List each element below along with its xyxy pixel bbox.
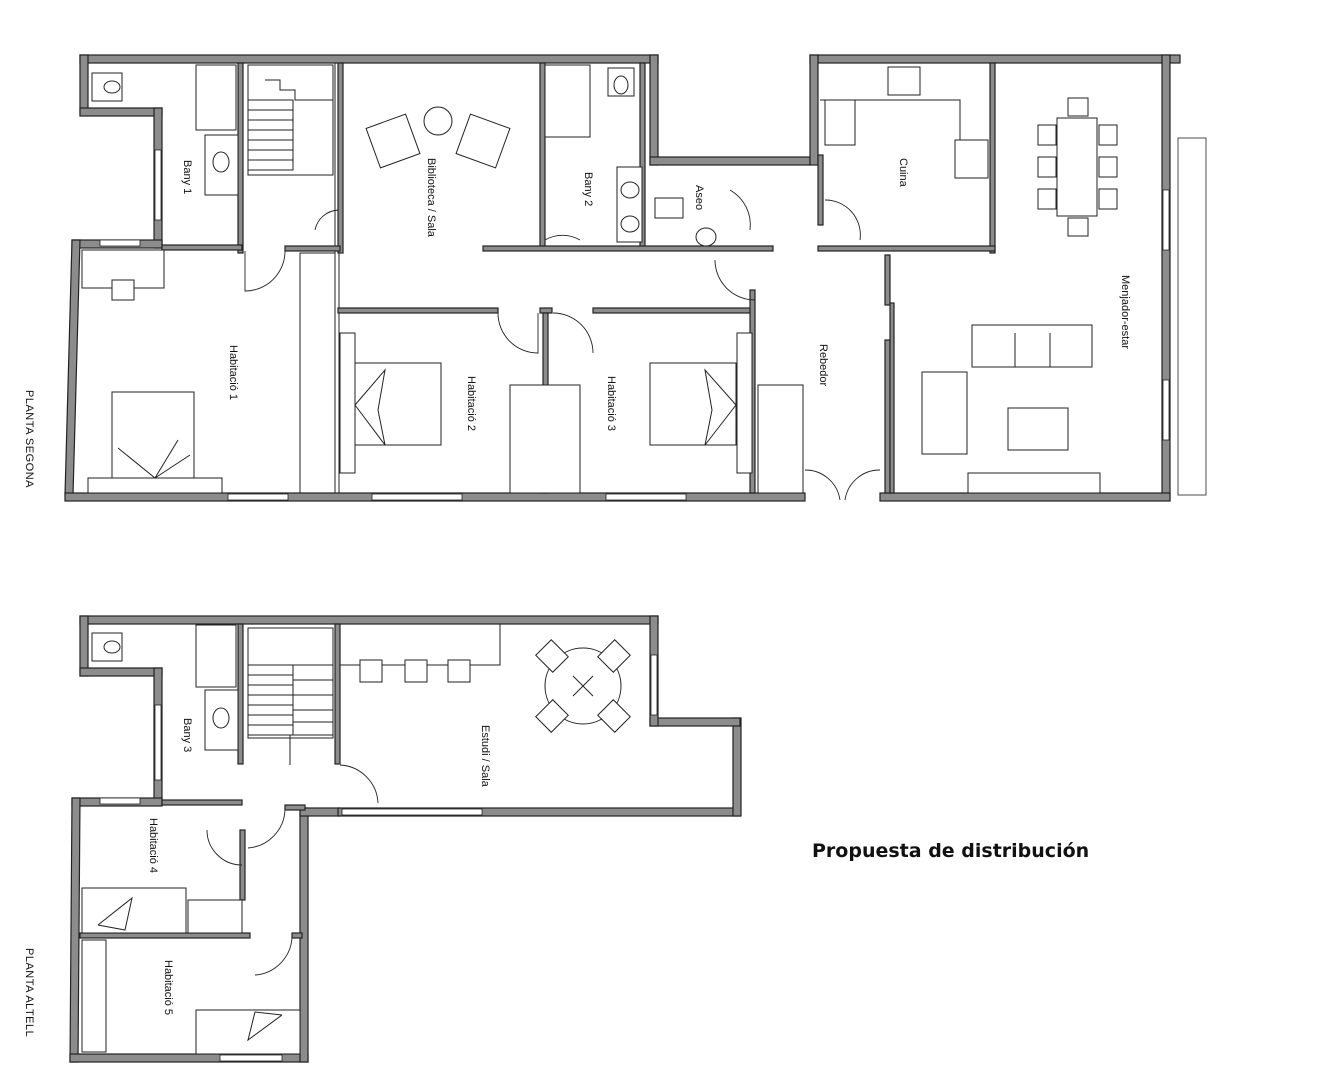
room-label-cuina: Cuina — [897, 158, 909, 188]
upper-floor-plan: Bany 1 Biblioteca / Sala Bany 2 Aseo Cui… — [23, 54, 1207, 502]
room-label-habitacio4: Habitació 4 — [147, 818, 159, 873]
room-label-aseo: Aseo — [693, 185, 705, 210]
floor-label-upper: PLANTA SEGONA — [23, 390, 35, 488]
room-label-habitacio3: Habitació 3 — [605, 376, 617, 431]
plan-caption: Propuesta de distribución — [812, 840, 1090, 862]
attic-windows — [99, 654, 658, 1062]
attic-floor-plan: Bany 3 Estudi / Sala Habitació 4 Habitac… — [23, 615, 742, 1063]
room-label-bany1: Bany 1 — [181, 160, 193, 194]
attic-stairs — [247, 627, 334, 765]
upper-room-labels: Bany 1 Biblioteca / Sala Bany 2 Aseo Cui… — [181, 158, 1131, 431]
room-label-habitacio1: Habitació 1 — [227, 345, 239, 400]
room-label-biblioteca: Biblioteca / Sala — [425, 158, 437, 238]
room-label-estudi: Estudi / Sala — [479, 725, 491, 788]
attic-room-labels: Bany 3 Estudi / Sala Habitació 4 Habitac… — [147, 718, 491, 1015]
floor-label-attic: PLANTA ALTELL — [23, 948, 35, 1037]
upper-doors — [244, 189, 881, 501]
room-label-habitacio5: Habitació 5 — [162, 960, 174, 1015]
attic-furniture — [81, 624, 631, 1055]
upper-stairs — [247, 64, 334, 176]
room-label-bany3: Bany 3 — [181, 718, 193, 752]
room-label-rebedor: Rebedor — [817, 344, 829, 387]
attic-doors — [206, 764, 379, 976]
upper-windows — [99, 137, 1207, 501]
room-label-habitacio2: Habitació 2 — [465, 376, 477, 431]
room-label-bany2: Bany 2 — [582, 172, 594, 206]
upper-furniture — [81, 64, 1118, 494]
room-label-menjador: Menjador-estar — [1119, 275, 1131, 349]
